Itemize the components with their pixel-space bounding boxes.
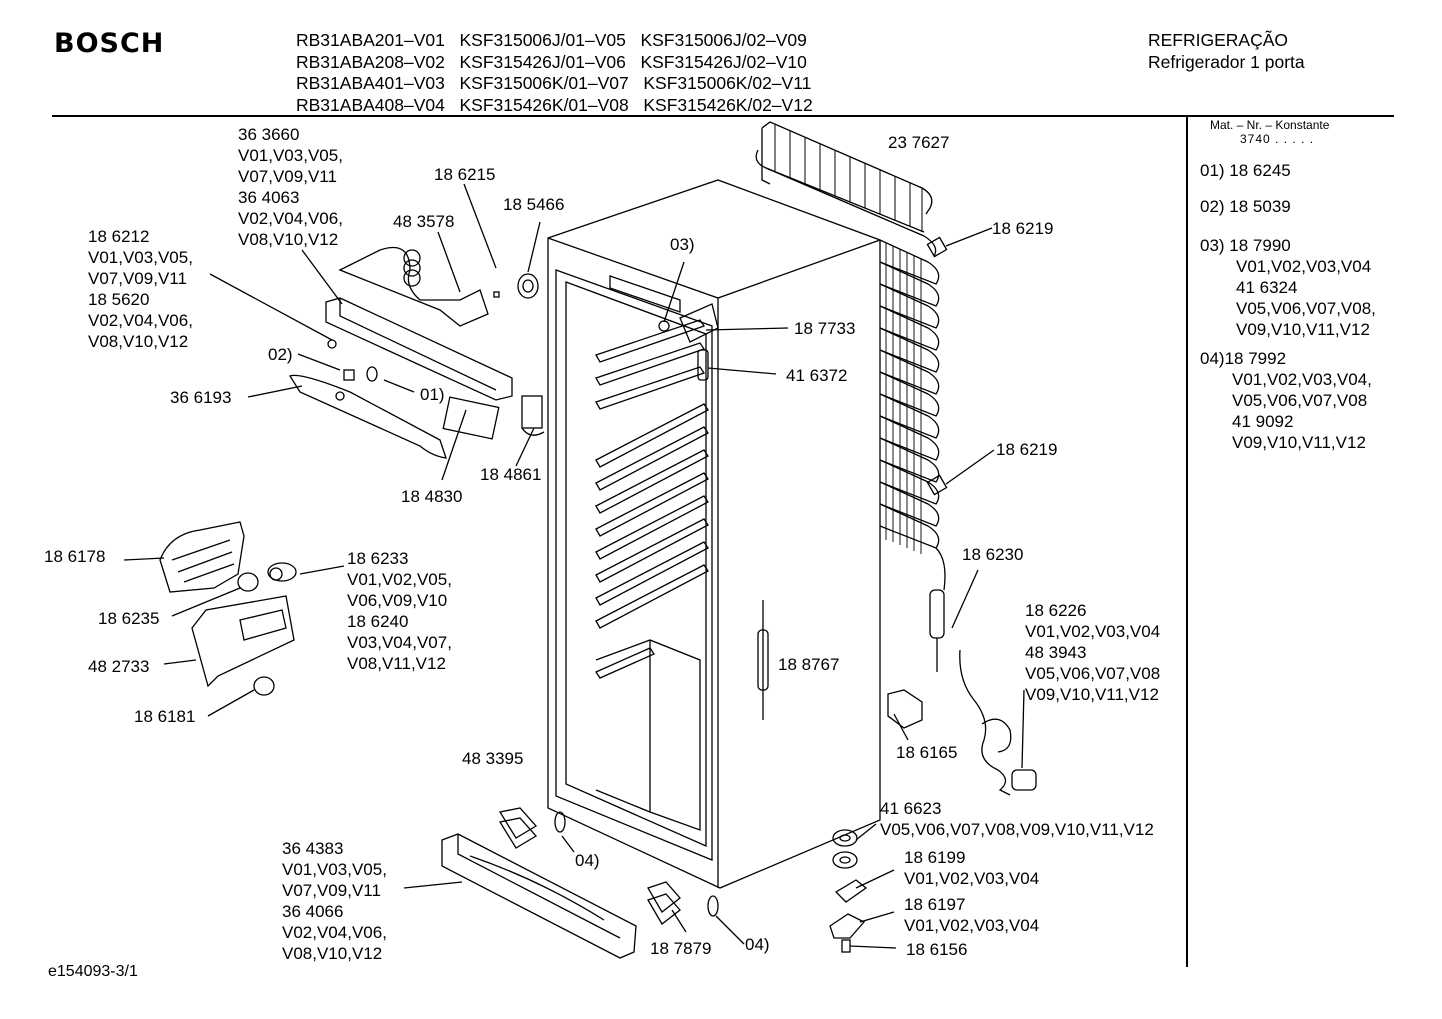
part-483395: 48 3395 <box>462 749 524 768</box>
part-186181: 18 6181 <box>134 707 196 726</box>
lamp-assembly <box>159 521 297 696</box>
bottom-parts <box>441 689 923 959</box>
document-id: e154093-3/1 <box>48 963 138 980</box>
category-block: REFRIGERAÇÃO Refrigerador 1 porta <box>1148 30 1305 73</box>
konstante-part: 41 9092 <box>1232 412 1294 431</box>
condenser-coil <box>755 121 948 672</box>
konstante-part: 41 6324 <box>1236 278 1298 297</box>
model-row: RB31ABA208–V02 KSF315426J/01–V06 KSF3154… <box>296 52 813 74</box>
part-184861: 18 4861 <box>480 465 542 484</box>
callout-02: 02) <box>268 345 293 364</box>
part-184830: 18 4830 <box>401 487 463 506</box>
category-subtitle: Refrigerador 1 porta <box>1148 51 1305 72</box>
thermometer <box>757 600 769 720</box>
leader-lines <box>123 183 1025 949</box>
part-237627: 23 7627 <box>888 133 950 152</box>
part-187733: 18 7733 <box>794 319 856 338</box>
part-186178: 18 6178 <box>44 547 106 566</box>
konstante-title: Mat. – Nr. – Konstante <box>1210 118 1330 132</box>
shelf-rails <box>595 319 709 679</box>
part-364383: 36 4383 V01,V03,V05, V07,V09,V11 36 4066… <box>282 839 387 963</box>
konstante-entry-03: 03) 18 7990 <box>1200 236 1291 255</box>
cabinet <box>547 179 881 889</box>
top-hinge <box>658 303 719 381</box>
konstante-variants: V01,V02,V03,V04 <box>1236 257 1372 276</box>
konstante-variants: V09,V10,V11,V12 <box>1236 320 1370 339</box>
konstante-panel: Mat. – Nr. – Konstante 3740 . . . . . 01… <box>1200 118 1376 453</box>
part-366193: 36 6193 <box>170 388 232 407</box>
model-code: RB31ABA208–V02 <box>296 51 445 72</box>
konstante-variants: V01,V02,V03,V04, <box>1232 370 1372 389</box>
model-code: KSF315006J/02–V09 <box>640 30 807 50</box>
part-186235: 18 6235 <box>98 609 160 628</box>
konstante-entry-04: 04)18 7992 <box>1200 349 1287 368</box>
konstante-entry-02: 02) 18 5039 <box>1200 197 1291 216</box>
part-416623: 41 6623 V05,V06,V07,V08,V09,V10,V11,V12 <box>880 799 1154 839</box>
side-divider <box>1186 117 1188 967</box>
konstante-variants: V09,V10,V11,V12 <box>1232 433 1366 452</box>
bosch-logo: BOSCH <box>54 28 165 59</box>
part-186233: 18 6233 V01,V02,V05, V06,V09,V10 18 6240… <box>347 549 452 673</box>
model-row: RB31ABA401–V03 KSF315006K/01–V07 KSF3150… <box>296 73 813 95</box>
part-188767: 18 8767 <box>778 655 840 674</box>
callout-01: 01) <box>420 385 445 404</box>
model-row: RB31ABA408–V04 KSF315426K/01–V08 KSF3154… <box>296 95 813 117</box>
callout-03: 03) <box>670 235 695 254</box>
part-187879: 18 7879 <box>650 939 712 958</box>
part-186197: 18 6197 V01,V02,V03,V04 <box>904 895 1040 935</box>
konstante-variants: V05,V06,V07,V08 <box>1232 391 1368 410</box>
model-code: KSF315006J/01–V05 <box>459 30 626 50</box>
callout-04-left: 04) <box>575 851 600 870</box>
control-panel-parts <box>289 246 545 459</box>
part-186219-bottom: 18 6219 <box>996 440 1058 459</box>
part-186212: 18 6212 V01,V03,V05, V07,V09,V11 18 5620… <box>88 227 193 351</box>
part-186219-top: 18 6219 <box>992 219 1054 238</box>
konstante-value: 3740 . . . . . <box>1240 132 1315 146</box>
part-186226: 18 6226 V01,V02,V03,V04 48 3943 V05,V06,… <box>1025 601 1161 704</box>
part-186230: 18 6230 <box>962 545 1024 564</box>
part-185466: 18 5466 <box>503 195 565 214</box>
power-cord <box>959 649 1037 796</box>
model-code: KSF315426K/02–V12 <box>643 94 813 115</box>
part-482733: 48 2733 <box>88 657 150 676</box>
model-code: RB31ABA408–V04 <box>296 94 445 115</box>
category-title: REFRIGERAÇÃO <box>1148 30 1289 50</box>
konstante-entry-01: 01) 18 6245 <box>1200 161 1291 180</box>
model-code: KSF315426J/01–V06 <box>459 51 626 72</box>
part-416372: 41 6372 <box>786 366 848 385</box>
part-363660: 36 3660 V01,V03,V05, V07,V09,V11 36 4063… <box>238 125 343 249</box>
header-divider <box>52 115 1394 117</box>
part-483578: 48 3578 <box>393 212 455 231</box>
model-code: KSF315426J/02–V10 <box>640 51 807 72</box>
model-code: KSF315006K/02–V11 <box>643 73 812 93</box>
callout-04-right: 04) <box>745 935 770 954</box>
part-186165: 18 6165 <box>896 743 958 762</box>
model-row: RB31ABA201–V01 KSF315006J/01–V05 KSF3150… <box>296 30 813 52</box>
model-code: KSF315426K/01–V08 <box>459 94 629 115</box>
part-186215: 18 6215 <box>434 165 496 184</box>
konstante-variants: V05,V06,V07,V08, <box>1236 299 1376 318</box>
model-list: RB31ABA201–V01 KSF315006J/01–V05 KSF3150… <box>296 30 813 116</box>
part-186156: 18 6156 <box>906 940 968 959</box>
part-186199: 18 6199 V01,V02,V03,V04 <box>904 848 1040 888</box>
model-code: RB31ABA201–V01 <box>296 30 445 50</box>
model-code: KSF315006K/01–V07 <box>459 73 629 93</box>
model-code: RB31ABA401–V03 <box>296 73 445 93</box>
